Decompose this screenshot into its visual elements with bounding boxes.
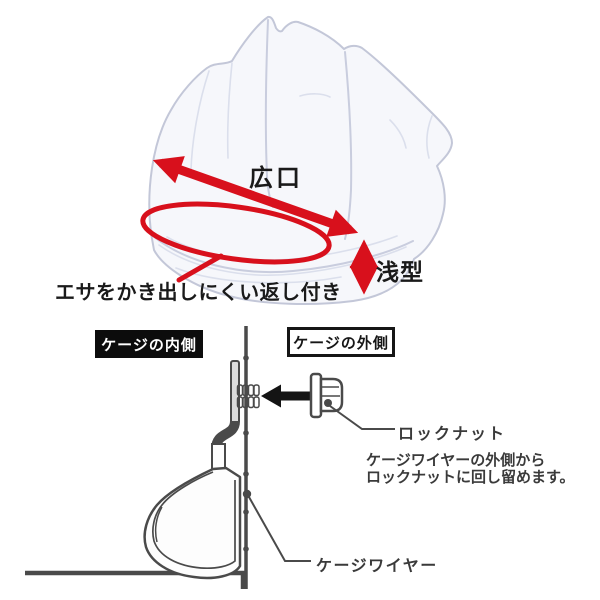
wire-dot xyxy=(243,509,249,515)
feeder-side-view xyxy=(143,466,242,580)
cage-wire-label: ケージワイヤー xyxy=(316,558,438,575)
wire-pointer-line xyxy=(248,496,311,562)
cage-inside-label: ケージの内側 xyxy=(101,336,197,354)
lip-note-label: エサをかき出しにくい返し付き xyxy=(55,282,342,304)
wire-dot xyxy=(243,471,249,477)
mount-bracket xyxy=(211,360,240,475)
shallow-label: 浅型 xyxy=(376,259,424,285)
cage-outside-label: ケージの外側 xyxy=(293,334,389,352)
lip-pointer-line xyxy=(176,253,224,283)
cage-floor xyxy=(25,570,246,589)
bolt-threads xyxy=(236,384,260,409)
wire-dot xyxy=(243,355,249,361)
wide-mouth-label: 広口 xyxy=(249,165,303,192)
wide-mouth-arrow xyxy=(152,156,359,237)
cage-inside-badge: ケージの内側 xyxy=(95,330,203,358)
cage-installation-diagram xyxy=(25,326,395,589)
insert-direction-arrow xyxy=(261,384,312,408)
wire-dot xyxy=(243,546,249,552)
locknut-pointer-line xyxy=(329,405,395,430)
locknut-label: ロックナット xyxy=(398,426,507,443)
fastening-note-line2: ロックナットに回し留めます。 xyxy=(366,469,575,486)
wire-dot xyxy=(243,430,249,436)
cage-outside-badge: ケージの外側 xyxy=(287,327,395,357)
fastening-note: ケージワイヤーの外側から ロックナットに回し留めます。 xyxy=(366,452,575,486)
fastening-note-line1: ケージワイヤーの外側から xyxy=(366,452,546,469)
wire-dot-anchor xyxy=(242,489,252,499)
rim-highlight-ellipse xyxy=(140,201,332,265)
